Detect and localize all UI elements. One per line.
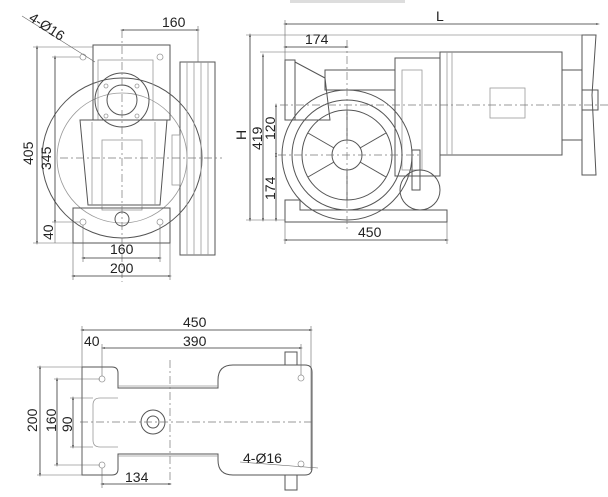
height-label: H bbox=[233, 130, 249, 140]
center-height-label: 174 bbox=[262, 176, 278, 200]
hole-spacing-label: 160 bbox=[110, 241, 134, 257]
base-plate bbox=[72, 207, 171, 244]
header-bar bbox=[290, 0, 405, 3]
motor bbox=[439, 51, 563, 156]
offset-120-label: 120 bbox=[262, 116, 278, 140]
base-outline bbox=[81, 364, 313, 476]
hole-note-label: 4-Ø16 bbox=[26, 9, 68, 44]
hole-width-label: 160 bbox=[43, 408, 59, 432]
slot-width-label: 90 bbox=[59, 416, 75, 432]
hole-height-label: 345 bbox=[38, 146, 54, 170]
sheave-offset-label: 160 bbox=[162, 14, 186, 30]
total-length-label: 450 bbox=[183, 314, 207, 330]
shaft-height-label: 419 bbox=[249, 126, 265, 150]
center-offset-label: 134 bbox=[125, 469, 149, 485]
bottom-view: 450 40 390 200 160 90 134 4-Ø16 bbox=[24, 314, 319, 491]
hole-span-label: 390 bbox=[183, 333, 207, 349]
width-label: 200 bbox=[24, 408, 40, 432]
belt-pulley bbox=[171, 61, 216, 256]
center-offset-label: 174 bbox=[305, 31, 329, 47]
front-view: 4-Ø16 160 405 345 40 160 200 bbox=[20, 9, 222, 282]
mount-hole bbox=[79, 218, 87, 226]
mount-hole bbox=[156, 218, 164, 226]
side-view: L H 419 120 174 174 450 bbox=[233, 8, 608, 244]
base bbox=[284, 199, 448, 223]
base-length-label: 450 bbox=[358, 224, 382, 240]
handwheel bbox=[581, 34, 597, 176]
base-width-label: 200 bbox=[110, 260, 134, 276]
total-height-label: 405 bbox=[20, 141, 36, 165]
edge-offset-label: 40 bbox=[84, 333, 100, 349]
base-thickness-label: 40 bbox=[40, 224, 56, 240]
length-label: L bbox=[436, 8, 444, 24]
hole-note-label: 4-Ø16 bbox=[243, 450, 282, 466]
